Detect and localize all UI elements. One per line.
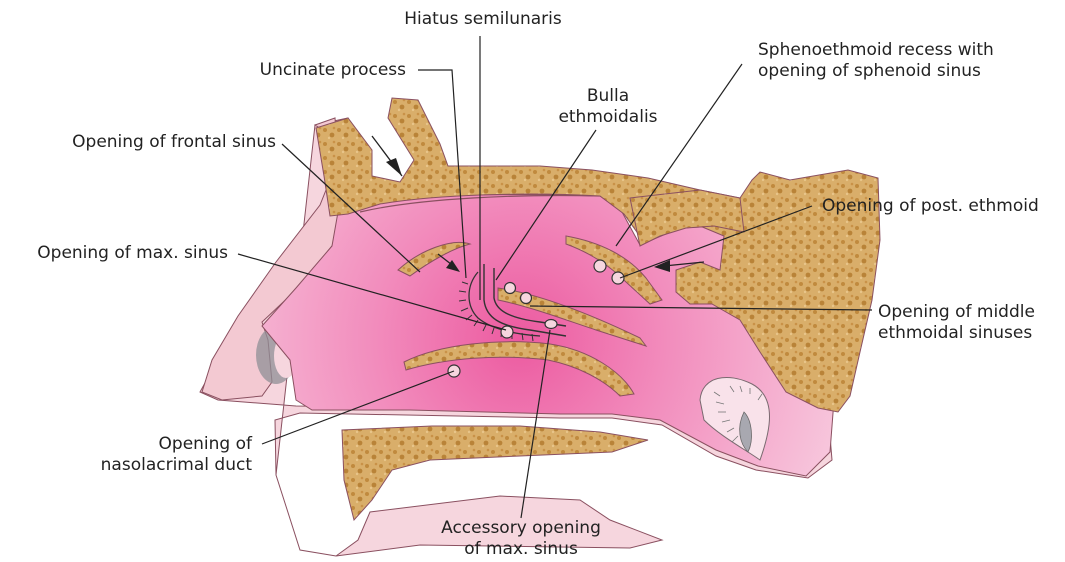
label-hiatus-line-1: Hiatus semilunaris [393, 9, 573, 30]
label-sphenoethmoid-recess: Sphenoethmoid recess with opening of sph… [758, 40, 1048, 82]
arrow-frontal-sinus [372, 136, 402, 176]
middle-ethmoid-opening-2 [521, 293, 532, 304]
middle-ethmoid-opening-1 [505, 283, 516, 294]
label-opening-frontal-sinus: Opening of frontal sinus [24, 132, 276, 153]
label-accessory-line-1: Accessory opening [416, 518, 626, 539]
label-opening-max-sinus: Opening of max. sinus [6, 243, 228, 264]
label-frontal-line-1: Opening of frontal sinus [24, 132, 276, 153]
label-accessory-opening: Accessory opening of max. sinus [416, 518, 626, 560]
label-opening-nasolacrimal: Opening of nasolacrimal duct [90, 434, 252, 476]
label-middle-ethmoidal-line-2: ethmoidal sinuses [878, 323, 1058, 344]
post-ethmoid-opening-1 [594, 260, 606, 272]
label-post-ethmoid-line-1: Opening of post. ethmoid [822, 196, 1052, 217]
label-bulla-line-2: ethmoidalis [548, 107, 668, 128]
label-sphenoethmoid-line-2: opening of sphenoid sinus [758, 61, 1048, 82]
max-sinus-opening [501, 326, 513, 338]
label-accessory-line-2: of max. sinus [416, 539, 626, 560]
label-bulla-line-1: Bulla [548, 86, 668, 107]
label-opening-post-ethmoid: Opening of post. ethmoid [822, 196, 1052, 217]
label-max-sinus-line-1: Opening of max. sinus [6, 243, 228, 264]
label-uncinate-line-1: Uncinate process [226, 60, 406, 81]
post-ethmoid-opening-2 [612, 272, 624, 284]
label-hiatus-semilunaris: Hiatus semilunaris [393, 9, 573, 30]
label-sphenoethmoid-line-1: Sphenoethmoid recess with [758, 40, 1048, 61]
label-opening-middle-ethmoidal: Opening of middle ethmoidal sinuses [878, 302, 1058, 344]
label-nasolacrimal-line-1: Opening of [90, 434, 252, 455]
label-nasolacrimal-line-2: nasolacrimal duct [90, 455, 252, 476]
label-bulla-ethmoidalis: Bulla ethmoidalis [548, 86, 668, 128]
label-middle-ethmoidal-line-1: Opening of middle [878, 302, 1058, 323]
label-uncinate-process: Uncinate process [226, 60, 406, 81]
accessory-max-opening [545, 320, 557, 329]
